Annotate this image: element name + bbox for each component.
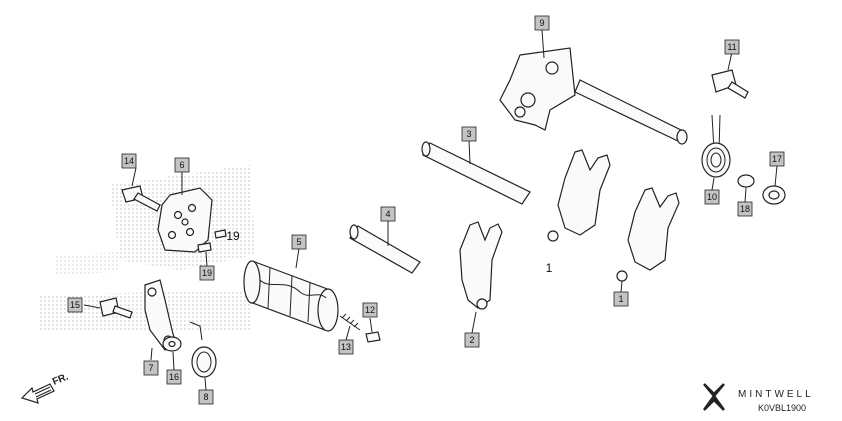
svg-text:2: 2 [469, 335, 474, 345]
svg-text:13: 13 [341, 342, 351, 352]
return-spring [701, 114, 731, 178]
svg-text:1: 1 [618, 294, 623, 304]
svg-text:5: 5 [296, 237, 301, 247]
callout-1: 1 [613, 291, 629, 307]
callout-12: 12 [362, 302, 378, 318]
svg-text:15: 15 [70, 300, 80, 310]
svg-text:16: 16 [169, 372, 179, 382]
callout-18: 18 [737, 201, 753, 217]
bolt [711, 69, 749, 99]
stopper-plate [157, 187, 213, 253]
circlip [737, 174, 755, 188]
shift-drum [243, 260, 339, 332]
front-direction-label: FR. [51, 371, 70, 387]
svg-text:4: 4 [385, 209, 390, 219]
dowel-pins [197, 229, 227, 253]
svg-text:8: 8 [203, 392, 208, 402]
callout-10: 10 [704, 189, 720, 205]
svg-text:12: 12 [365, 305, 375, 315]
callout-19: 19 [199, 265, 215, 281]
svg-text:18: 18 [740, 204, 750, 214]
callout-6: 6 [174, 157, 190, 173]
svg-text:6: 6 [179, 160, 184, 170]
front-direction-arrow: FR. [20, 371, 70, 404]
shift-fork-1-right [616, 187, 680, 282]
svg-text:10: 10 [707, 192, 717, 202]
brand-block: MINTWELL K0VBL1900 [702, 383, 814, 413]
label-pin-19: 19 [226, 229, 240, 243]
brand-logo-icon [702, 383, 726, 411]
callout-4: 4 [380, 206, 396, 222]
stopper-washer [162, 336, 182, 352]
leader-lines [83, 29, 778, 391]
callout-2: 2 [464, 332, 480, 348]
callout-15: 15 [67, 297, 83, 313]
stopper-spring [189, 321, 217, 378]
stopper-bolt [121, 185, 161, 212]
svg-text:19: 19 [202, 268, 212, 278]
fork-shaft-short [349, 224, 421, 274]
stopper-arm-bolt [99, 297, 133, 319]
diagram-code: K0VBL1900 [758, 403, 806, 413]
washer [762, 185, 786, 205]
callout-8: 8 [198, 389, 214, 405]
pin-spring [339, 313, 361, 331]
callout-14: 14 [121, 153, 137, 169]
svg-text:3: 3 [466, 129, 471, 139]
callout-7: 7 [143, 360, 159, 376]
fork-shaft-long [421, 141, 531, 205]
callout-13: 13 [338, 339, 354, 355]
shift-shaft-assembly [499, 47, 688, 145]
callout-3: 3 [461, 126, 477, 142]
brand-name: MINTWELL [738, 389, 814, 400]
svg-text:14: 14 [124, 156, 134, 166]
callout-11: 11 [724, 39, 740, 55]
callout-5: 5 [291, 234, 307, 250]
label-fork-1: 1 [546, 261, 553, 275]
callout-16: 16 [166, 369, 182, 385]
svg-text:9: 9 [539, 18, 544, 28]
svg-text:17: 17 [772, 154, 782, 164]
pin [365, 331, 381, 343]
svg-text:7: 7 [148, 363, 153, 373]
svg-text:11: 11 [727, 42, 736, 52]
shift-fork-1-middle [547, 149, 611, 242]
callout-9: 9 [534, 15, 550, 31]
shift-fork-2 [459, 221, 503, 310]
callout-17: 17 [769, 151, 785, 167]
